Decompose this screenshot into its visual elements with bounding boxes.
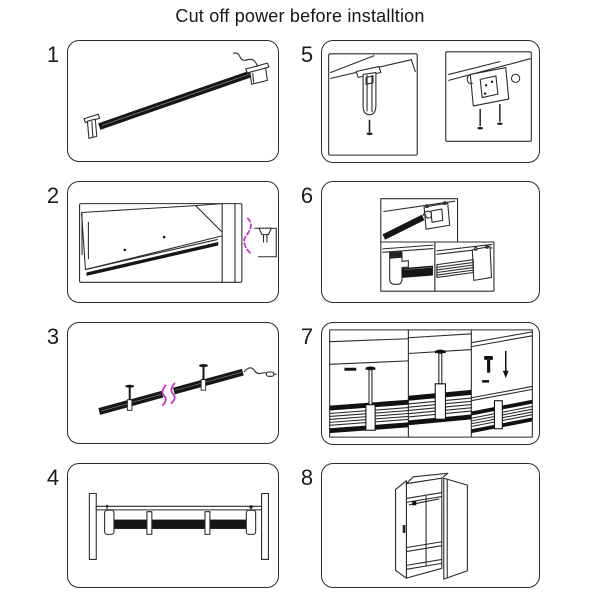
support-clip [146, 511, 153, 535]
top-rail [95, 505, 263, 511]
end-bracket [104, 509, 115, 535]
page-title: Cut off power before installtion [175, 6, 425, 26]
striped-bar-end [436, 259, 474, 278]
light-bar [382, 214, 425, 240]
light-bar-illustration [83, 52, 270, 139]
light-bar-strip [86, 242, 219, 276]
bracket-profile [254, 227, 277, 258]
inserted-peg [493, 400, 503, 430]
slide-bracket [471, 244, 493, 281]
step-number-6: 6 [300, 183, 314, 208]
hook-bracket [389, 251, 409, 285]
step-panel-4 [67, 463, 279, 588]
screw-above-sleeve [434, 349, 446, 420]
cabinet-side-right [261, 492, 269, 560]
screw [477, 108, 484, 130]
screw [366, 119, 373, 136]
length-break-mark [161, 384, 167, 407]
step-panel-5 [321, 40, 540, 163]
power-cable [243, 367, 268, 375]
front-view-illustration [88, 492, 269, 560]
position-dash [344, 367, 357, 371]
support-clip [204, 511, 211, 535]
length-break-mark [170, 382, 176, 405]
step-number-7: 7 [300, 324, 314, 349]
screw-half-inserted [365, 366, 376, 431]
fasten-screws-illustration [329, 329, 533, 438]
screw [105, 504, 109, 508]
bar-screws-illustration [98, 364, 277, 415]
power-cable [232, 52, 259, 68]
step-panel-1 [67, 40, 279, 162]
insert-bar-illustration [380, 198, 495, 292]
step-number-5: 5 [300, 42, 314, 67]
step-number-4: 4 [46, 465, 60, 490]
mounting-position-illustration [79, 203, 277, 283]
position-dash [482, 380, 490, 383]
light-bar [112, 519, 247, 529]
door-handle [402, 525, 406, 533]
step-number-1: 1 [46, 42, 60, 67]
plate-bracket [466, 67, 521, 107]
step-number-2: 2 [46, 183, 60, 208]
screw [497, 103, 503, 126]
connector-plug [265, 371, 275, 377]
wire-loop [422, 210, 433, 219]
drill-mark [162, 235, 166, 239]
pendant-bracket [355, 66, 382, 116]
end-bracket [245, 509, 257, 535]
left-door [395, 480, 407, 579]
drill-mark [123, 248, 127, 252]
step-panel-2 [67, 181, 279, 303]
wardrobe-illustration [395, 472, 468, 580]
left-end-bracket [83, 113, 101, 139]
step-number-3: 3 [46, 324, 60, 349]
step-number-8: 8 [300, 465, 314, 490]
right-door [443, 477, 468, 580]
bracket-closeup-illustration [328, 51, 532, 156]
screw-icon [484, 355, 493, 373]
step-panel-7 [321, 322, 540, 445]
step-panel-6 [321, 181, 540, 303]
step-panel-3 [67, 322, 279, 444]
step-panel-8 [321, 463, 540, 588]
screw [249, 505, 253, 509]
light-bar-end [401, 265, 433, 278]
distance-break-mark [243, 217, 253, 255]
mounting-screw [198, 364, 209, 391]
wall-bracket [423, 201, 451, 230]
mounting-screw [125, 384, 135, 411]
down-arrow-icon [502, 351, 509, 379]
right-end-bracket [245, 62, 270, 85]
cabinet-side-left [88, 492, 97, 560]
